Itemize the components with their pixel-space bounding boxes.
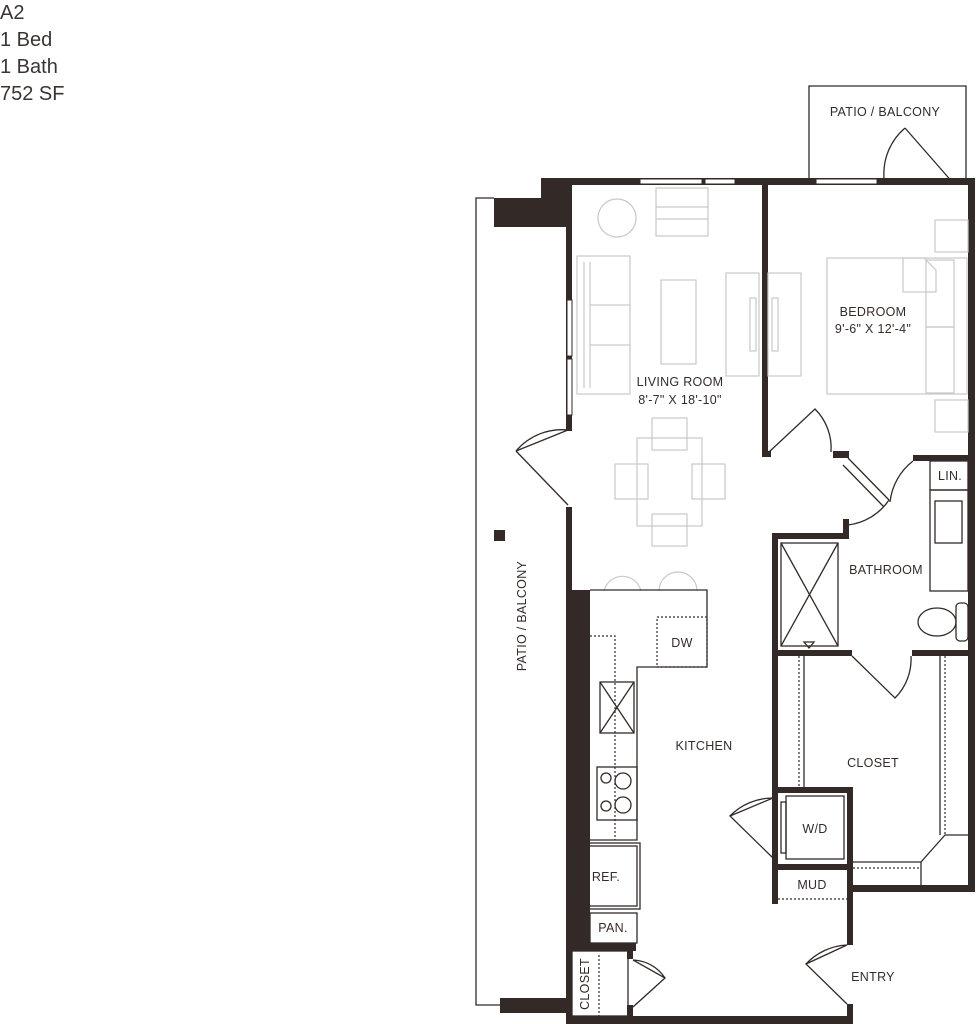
range — [596, 766, 638, 821]
side-balcony — [475, 197, 570, 1013]
label-small-closet: CLOSET — [578, 958, 592, 1010]
label-linen: LIN. — [938, 469, 962, 483]
label-living-room: LIVING ROOM — [637, 375, 724, 389]
label-kitchen: KITCHEN — [676, 739, 733, 753]
label-refrigerator: REF. — [592, 870, 620, 884]
label-dishwasher: DW — [671, 636, 692, 650]
refrigerator — [571, 842, 641, 910]
column — [494, 530, 505, 541]
unit-area: 752 SF — [0, 83, 65, 105]
label-bedroom: BEDROOM — [840, 305, 907, 319]
label-closet: CLOSET — [847, 756, 899, 770]
sink — [599, 681, 635, 734]
unit-info: A2 1 Bed 1 Bath 752 SF — [0, 0, 64, 108]
unit-name: A2 — [0, 2, 25, 24]
top-balcony — [808, 85, 967, 178]
kitchen-counters — [571, 589, 708, 1017]
pantry — [589, 912, 638, 944]
windows — [566, 178, 878, 416]
label-living-dims: 8'-7" X 18'-10" — [638, 393, 721, 407]
label-bathroom: BATHROOM — [849, 563, 923, 577]
label-patio-top: PATIO / BALCONY — [830, 105, 941, 119]
closet-shelves — [598, 656, 968, 1016]
label-pantry: PAN. — [598, 921, 627, 935]
label-mud: MUD — [797, 878, 826, 892]
small-closet — [571, 950, 629, 1017]
living-furniture — [576, 187, 802, 592]
label-bedroom-dims: 9'-6" X 12'-4" — [835, 322, 911, 336]
room-labels: PATIO / BALCONY PATIO / BALCONY LIVING R… — [515, 105, 962, 1010]
label-washer-dryer: W/D — [802, 822, 827, 836]
label-entry: ENTRY — [851, 970, 895, 984]
walls — [494, 178, 975, 1024]
bedroom-furniture — [826, 219, 969, 433]
doors[interactable] — [515, 127, 955, 1008]
unit-baths: 1 Bath — [0, 56, 58, 78]
unit-beds: 1 Bed — [0, 29, 53, 51]
bathroom-fixtures — [780, 460, 969, 650]
label-patio-side: PATIO / BALCONY — [515, 560, 529, 671]
